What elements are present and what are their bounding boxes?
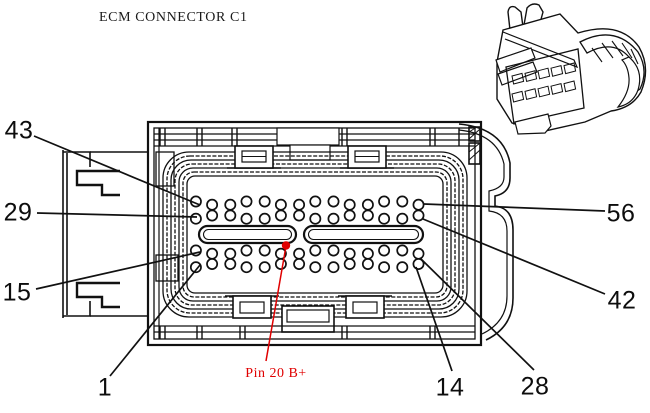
pin-circle (189, 212, 202, 225)
pin-circle (396, 195, 409, 208)
pin-circle (189, 261, 202, 274)
pin-circle (361, 198, 374, 211)
pin-circle (343, 247, 356, 260)
pin-circle (412, 209, 425, 222)
pin-circle (206, 198, 219, 211)
pin-circle (396, 244, 409, 257)
pin-circle (258, 261, 271, 274)
pin-circle (224, 198, 237, 211)
terminal-slot (550, 64, 564, 77)
pin-circle (412, 258, 425, 270)
pin-circle (224, 209, 237, 222)
pin-circle (293, 258, 306, 270)
terminal-slot (563, 62, 577, 75)
left-bracket (62, 150, 148, 318)
pin-circle (293, 198, 306, 211)
callout-56: 56 (606, 199, 636, 228)
pin20-label: Pin 20 B+ (245, 366, 307, 381)
pin-circle (396, 212, 409, 225)
pin-circle (258, 212, 271, 225)
callout-15: 15 (2, 278, 32, 307)
pin-circle (412, 247, 425, 260)
pin20-marker-dot (281, 241, 291, 250)
top-latches (227, 145, 394, 169)
callout-14: 14 (435, 373, 465, 402)
terminal-slot (537, 85, 551, 98)
pin-circle (309, 261, 322, 274)
pin-circle (293, 209, 306, 222)
callout-43: 43 (4, 116, 34, 145)
figure-title: ECM CONNECTOR C1 (99, 10, 248, 25)
pin-circle (274, 198, 287, 211)
pin-circle (293, 247, 306, 260)
top-bar (154, 127, 475, 161)
pin-circle (206, 247, 219, 260)
pin-circle (258, 244, 271, 257)
terminal-slot (511, 90, 525, 103)
pin-circle (240, 244, 253, 257)
pin-circle (327, 212, 340, 225)
seal-ring (186, 175, 444, 294)
bottom-bar (154, 325, 475, 339)
pin-circle (224, 247, 237, 260)
pin-circle (343, 209, 356, 222)
keyway-slots (197, 224, 425, 245)
pin-circle (378, 244, 391, 257)
terminal-slot (563, 80, 577, 93)
pin-circle (327, 244, 340, 257)
pin-circle (224, 258, 237, 270)
pin20-annotation (265, 241, 291, 362)
terminal-slot (537, 67, 551, 80)
bottom-latches (225, 295, 392, 333)
pin-circle (240, 212, 253, 225)
pin-circle (274, 209, 287, 222)
pin-circle (309, 195, 322, 208)
pin-circle (396, 261, 409, 274)
pin-circle (274, 258, 287, 270)
pin-circle (343, 198, 356, 211)
pin-circle (378, 212, 391, 225)
seal-ring (174, 163, 456, 306)
pin-circle (378, 261, 391, 274)
pin-circle (412, 198, 425, 211)
seal-ring (182, 171, 448, 298)
callout-29: 29 (3, 198, 33, 227)
pin-circle (206, 209, 219, 222)
terminal-slot (511, 72, 525, 85)
pin-circle (361, 209, 374, 222)
seal-rings (162, 151, 468, 318)
terminal-slot (550, 82, 564, 95)
pin-circle (327, 195, 340, 208)
pin-circle (240, 261, 253, 274)
pin-circle (361, 247, 374, 260)
callout-28: 28 (520, 372, 550, 401)
pin-circle (343, 258, 356, 270)
pin-circle (378, 195, 391, 208)
pin-circle (309, 244, 322, 257)
callout-1: 1 (97, 373, 113, 402)
terminal-slot (524, 70, 538, 83)
pin-circle (327, 261, 340, 274)
pin-circle (240, 195, 253, 208)
leader-lines (33, 135, 606, 377)
callout-42: 42 (607, 286, 637, 315)
pin-circle (309, 212, 322, 225)
pin-circle (258, 195, 271, 208)
terminal-slot (524, 88, 538, 101)
pin-circle (206, 258, 219, 270)
pin-circle (361, 258, 374, 270)
connector-3d-view (495, 3, 647, 135)
seal-ring (178, 167, 452, 302)
